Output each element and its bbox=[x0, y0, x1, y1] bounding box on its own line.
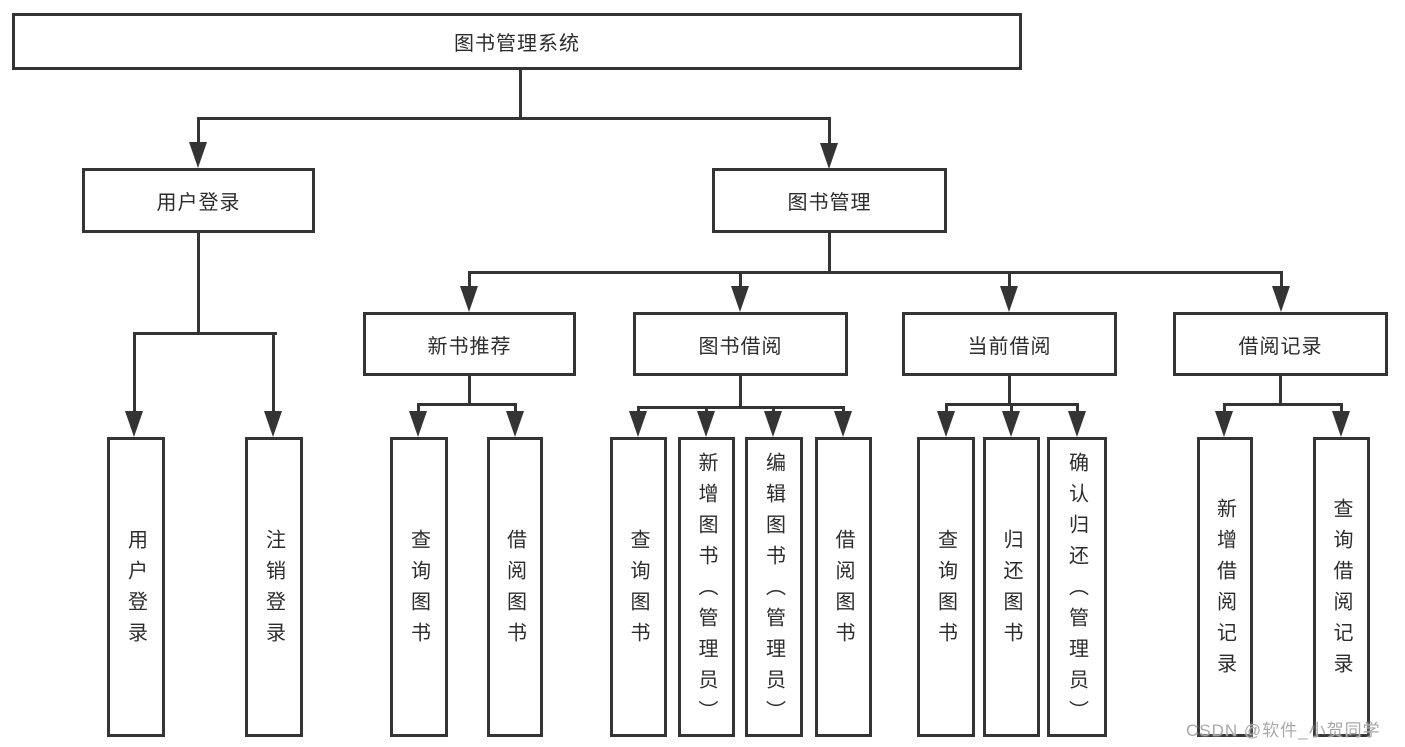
arrow-login bbox=[125, 411, 143, 437]
leaf-logout: 注销登录 bbox=[245, 437, 303, 737]
connector-drop-login bbox=[133, 332, 136, 412]
arrow-book-mgmt bbox=[820, 143, 838, 169]
leaf-bb-query-book: 查询图书 bbox=[610, 437, 667, 737]
arrow-cb-confirm bbox=[1068, 411, 1086, 437]
connector-user-login-hline bbox=[133, 332, 277, 335]
connector-borrowrec-hline bbox=[1223, 403, 1343, 406]
node-current-borrow: 当前借阅 bbox=[902, 312, 1117, 376]
arrow-bb-borrow bbox=[834, 411, 852, 437]
arrow-book-borrow bbox=[731, 286, 749, 312]
leaf-cb-query-book: 查询图书 bbox=[917, 437, 975, 737]
connector-bookborrow-stem bbox=[739, 376, 742, 409]
leaf-nb-borrow-book: 借阅图书 bbox=[487, 437, 543, 737]
arrow-br-query bbox=[1332, 411, 1350, 437]
leaf-cb-return-book: 归还图书 bbox=[983, 437, 1040, 737]
arrow-bb-edit bbox=[764, 411, 782, 437]
connector-drop-br-add bbox=[1223, 403, 1226, 413]
connector-drop-nb-query bbox=[417, 403, 420, 413]
node-user-login: 用户登录 bbox=[82, 168, 315, 233]
connector-drop-bb-add bbox=[705, 406, 708, 413]
arrow-nb-query bbox=[409, 411, 427, 437]
connector-drop-cb-return bbox=[1010, 403, 1013, 413]
connector-drop-bb-borrow bbox=[842, 406, 845, 413]
leaf-user-login: 用户登录 bbox=[107, 437, 165, 737]
connector-borrowrec-stem bbox=[1279, 376, 1282, 406]
arrow-borrow-record bbox=[1272, 286, 1290, 312]
arrow-cb-query bbox=[937, 411, 955, 437]
leaf-bb-add-book-admin: 新增图书（管理员） bbox=[678, 437, 735, 737]
connector-drop-current-borrow bbox=[1008, 271, 1011, 287]
connector-drop-bb-query bbox=[637, 406, 640, 413]
connector-drop-book-borrow bbox=[739, 271, 742, 287]
connector-root-stem bbox=[519, 70, 522, 118]
connector-drop-cb-query bbox=[945, 403, 948, 413]
arrow-cb-return bbox=[1002, 411, 1020, 437]
connector-drop-new-book bbox=[468, 271, 471, 287]
arrow-logout bbox=[264, 411, 282, 437]
leaf-cb-confirm-return-admin: 确认归还（管理员） bbox=[1047, 437, 1107, 737]
arrow-new-book bbox=[460, 286, 478, 312]
node-new-book-recommend: 新书推荐 bbox=[363, 312, 576, 376]
connector-level3-hline bbox=[469, 271, 1283, 274]
connector-drop-logout bbox=[272, 332, 275, 412]
leaf-br-query-record: 查询借阅记录 bbox=[1313, 437, 1370, 737]
connector-newbook-hline bbox=[417, 403, 517, 406]
leaf-bb-borrow-book: 借阅图书 bbox=[815, 437, 872, 737]
connector-drop-user-login bbox=[197, 117, 200, 144]
node-book-borrow: 图书借阅 bbox=[633, 312, 848, 376]
node-borrow-record: 借阅记录 bbox=[1173, 312, 1388, 376]
watermark: CSDN @软件_小贺同学 bbox=[1186, 721, 1381, 740]
arrow-current-borrow bbox=[1000, 286, 1018, 312]
connector-drop-bb-edit bbox=[772, 406, 775, 413]
node-library-system: 图书管理系统 bbox=[12, 13, 1022, 70]
arrow-br-add bbox=[1215, 411, 1233, 437]
arrow-user-login bbox=[189, 142, 207, 168]
connector-drop-br-query bbox=[1340, 403, 1343, 413]
arrow-bb-query bbox=[629, 411, 647, 437]
leaf-bb-edit-book-admin: 编辑图书（管理员） bbox=[745, 437, 803, 737]
connector-drop-book-mgmt bbox=[828, 117, 831, 144]
node-book-management: 图书管理 bbox=[712, 168, 947, 233]
leaf-nb-query-book: 查询图书 bbox=[390, 437, 448, 737]
leaf-br-add-record: 新增借阅记录 bbox=[1197, 437, 1253, 737]
connector-bookborrow-hline bbox=[637, 406, 845, 409]
arrow-nb-borrow bbox=[506, 411, 524, 437]
arrow-bb-add bbox=[697, 411, 715, 437]
connector-drop-borrow-record bbox=[1280, 271, 1283, 287]
connector-curborrow-stem bbox=[1008, 376, 1011, 406]
connector-newbook-stem bbox=[468, 376, 471, 406]
connector-book-mgmt-stem bbox=[828, 233, 831, 274]
connector-level1-hline bbox=[197, 117, 831, 120]
connector-drop-cb-confirm bbox=[1076, 403, 1079, 413]
connector-drop-nb-borrow bbox=[514, 403, 517, 413]
connector-user-login-stem bbox=[197, 233, 200, 333]
